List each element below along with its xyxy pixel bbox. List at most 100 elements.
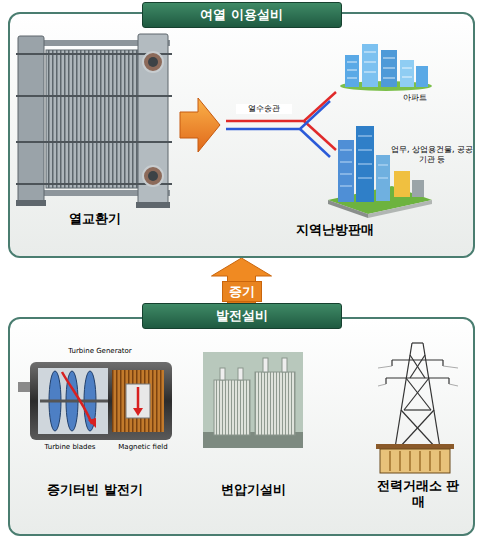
svg-line (364, 72, 376, 73)
small-label: 열수송관 (236, 104, 292, 114)
svg-line (402, 77, 412, 78)
svg-line (358, 178, 372, 179)
svg-g (390, 451, 440, 471)
svg-line (358, 136, 372, 137)
svg-rect (214, 380, 250, 435)
svg-rect (18, 36, 44, 202)
svg-line (347, 78, 357, 79)
svg-rect (16, 200, 46, 206)
svg-rect (400, 60, 414, 87)
svg-rect (220, 368, 225, 380)
svg-line (383, 68, 395, 69)
svg-line (406, 378, 431, 410)
svg-rect (136, 202, 170, 208)
svg-rect (380, 449, 450, 473)
svg-line (137, 387, 140, 410)
caption-label: 지역난방판매 (280, 222, 390, 238)
transformer (203, 352, 303, 448)
svg-rect (376, 444, 454, 449)
small-label: 아파트 (392, 93, 438, 103)
svg-polygon (133, 408, 143, 416)
svg-polygon (368, 200, 432, 218)
svg-line (409, 451, 411, 471)
svg-line (401, 410, 436, 448)
svg-line (385, 378, 386, 384)
svg-polygon (88, 418, 96, 428)
svg-rect (381, 50, 397, 87)
svg-rect (338, 140, 354, 202)
svg-rect (412, 180, 424, 197)
svg-line (378, 366, 392, 368)
svg-rect (376, 155, 390, 201)
svg-rect (394, 171, 410, 197)
svg-polyline (300, 129, 330, 157)
flow-arrow (180, 98, 220, 152)
svg-line (386, 377, 449, 378)
svg-circle (143, 166, 163, 186)
svg-line (16, 95, 172, 97)
panel-heading: 여열 이용설비 (142, 2, 342, 28)
small-label: Turbine Generator (50, 347, 150, 356)
svg-line (402, 68, 412, 69)
svg-circle (143, 52, 163, 72)
svg-line (404, 409, 431, 410)
top-panel-ground (10, 14, 473, 256)
small-label: Turbine blades (30, 443, 110, 452)
small-label: Magnetic field (108, 443, 178, 452)
svg-rect (30, 362, 172, 440)
svg-rect (46, 50, 138, 188)
svg-line (340, 174, 352, 175)
caption-label: 증기터빈 발전기 (22, 482, 168, 498)
exchange-building (376, 444, 454, 473)
svg-polyline (226, 101, 330, 129)
svg-line (404, 378, 429, 410)
svg-g (347, 52, 412, 78)
svg-circle (148, 57, 158, 67)
svg-line (358, 150, 372, 151)
steam-arrow (212, 258, 272, 303)
svg-rect (38, 368, 108, 434)
svg-line (391, 360, 392, 366)
svg-line (423, 343, 440, 448)
svg-rect (345, 55, 359, 87)
svg-rect (282, 358, 287, 372)
svg-line (410, 355, 425, 378)
svg-line (429, 451, 431, 471)
svg-polyline (226, 92, 336, 121)
svg-line (439, 451, 441, 471)
svg-line (340, 162, 352, 163)
panel-heading: 발전설비 (142, 303, 342, 329)
svg-line (40, 400, 108, 403)
svg-line (378, 384, 386, 386)
svg-rect (238, 368, 243, 380)
svg-rect (356, 126, 374, 202)
svg-rect (362, 44, 378, 87)
svg-polygon (328, 200, 368, 218)
svg-line (383, 78, 395, 79)
svg-line (358, 164, 372, 165)
svg-line (340, 186, 352, 187)
svg-g (340, 136, 388, 186)
small-label: 업무, 상업용건물, 공공기관 등 (390, 145, 474, 165)
svg-line (392, 359, 443, 360)
svg-line (347, 70, 357, 71)
svg-line (442, 360, 443, 366)
svg-line (448, 378, 449, 384)
caption-label: 열교환기 (40, 211, 150, 227)
svg-line (399, 451, 401, 471)
svg-rect (18, 382, 32, 392)
svg-line (399, 410, 434, 448)
svg-line (419, 451, 421, 471)
svg-line (16, 141, 172, 143)
edge-label: 증기 (222, 281, 262, 302)
svg-line (395, 343, 412, 448)
svg-path (62, 372, 92, 424)
svg-rect (255, 372, 295, 435)
svg-line (378, 178, 388, 179)
svg-rect (263, 358, 268, 372)
svg-line (378, 165, 388, 166)
heat-exchanger (16, 34, 172, 208)
svg-line (449, 384, 458, 386)
svg-line (412, 342, 423, 343)
